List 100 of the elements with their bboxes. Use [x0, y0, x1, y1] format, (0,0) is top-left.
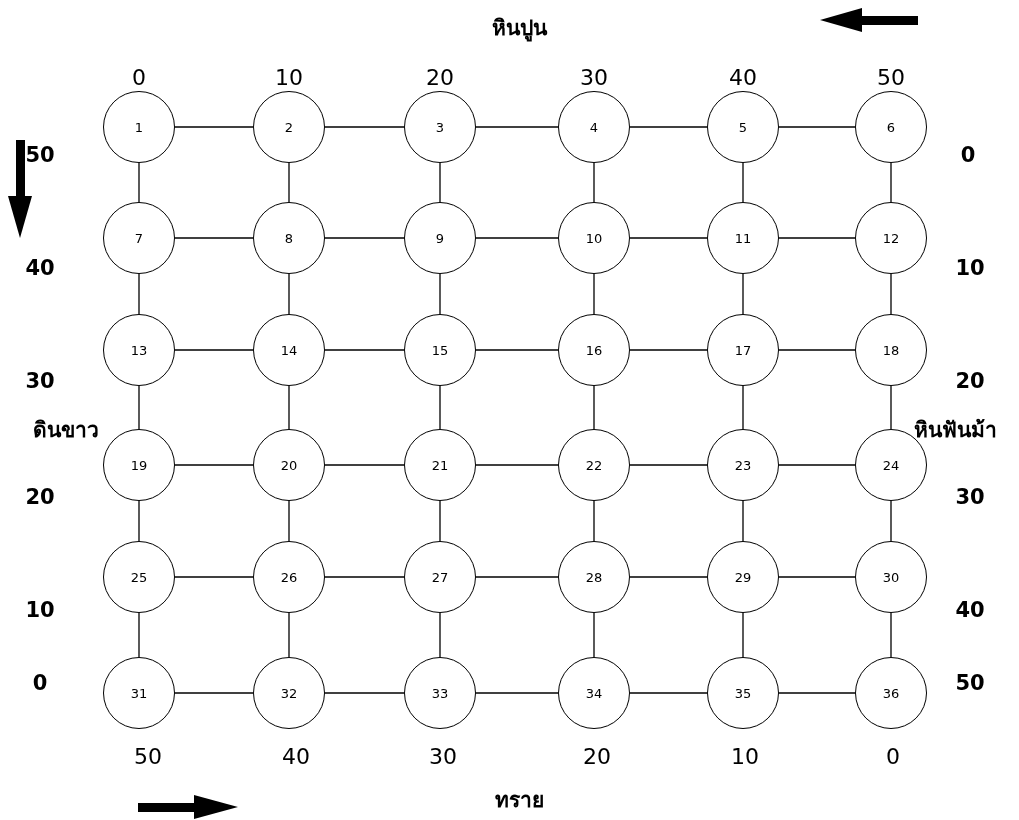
connector-line	[138, 385, 140, 430]
connector-line	[439, 162, 441, 203]
node-number: 2	[284, 120, 294, 134]
node-number: 9	[435, 231, 445, 245]
axis-label: 40	[25, 257, 55, 279]
node-number: 31	[130, 686, 148, 700]
node-number: 23	[734, 458, 752, 472]
connector-line	[138, 500, 140, 542]
connector-line	[629, 237, 708, 239]
node-number: 7	[134, 231, 144, 245]
connector-line	[288, 162, 290, 203]
connector-line	[324, 349, 405, 351]
connector-line	[174, 237, 254, 239]
axis-label: 40	[729, 67, 757, 89]
node-number: 1	[134, 120, 144, 134]
connector-line	[288, 500, 290, 542]
axis-label: 10	[275, 67, 303, 89]
node-number: 35	[734, 686, 752, 700]
connector-line	[475, 126, 559, 128]
node-number: 36	[882, 686, 900, 700]
connector-line	[288, 273, 290, 315]
connector-line	[629, 349, 708, 351]
connector-line	[439, 273, 441, 315]
connector-line	[475, 237, 559, 239]
node-number: 12	[882, 231, 900, 245]
connector-line	[174, 576, 254, 578]
connector-line	[439, 612, 441, 658]
axis-label: 0	[132, 67, 146, 89]
connector-line	[593, 273, 595, 315]
connector-line	[439, 385, 441, 430]
connector-line	[890, 385, 892, 430]
node-number: 11	[734, 231, 752, 245]
axis-label: ดินขาว	[33, 419, 99, 441]
node-number: 17	[734, 343, 752, 357]
node-number: 27	[431, 570, 449, 584]
connector-line	[174, 464, 254, 466]
node-number: 24	[882, 458, 900, 472]
axis-label: 50	[955, 672, 985, 694]
node-number: 26	[280, 570, 298, 584]
node-number: 29	[734, 570, 752, 584]
connector-line	[778, 692, 856, 694]
axis-label: 10	[25, 599, 55, 621]
node-number: 21	[431, 458, 449, 472]
connector-line	[890, 500, 892, 542]
connector-line	[324, 464, 405, 466]
node-number: 8	[284, 231, 294, 245]
connector-line	[742, 612, 744, 658]
axis-label: หินฟันม้า	[913, 419, 997, 441]
connector-line	[138, 162, 140, 203]
node-number: 28	[585, 570, 603, 584]
axis-label: 50	[25, 144, 55, 166]
node-number: 10	[585, 231, 603, 245]
node-number: 25	[130, 570, 148, 584]
connector-line	[324, 692, 405, 694]
connector-line	[778, 576, 856, 578]
connector-line	[324, 576, 405, 578]
connector-line	[593, 385, 595, 430]
connector-line	[742, 162, 744, 203]
axis-label: 0	[32, 672, 48, 694]
connector-line	[593, 500, 595, 542]
axis-label: 10	[731, 746, 759, 768]
node-number: 34	[585, 686, 603, 700]
connector-line	[778, 126, 856, 128]
axis-label: 40	[282, 746, 310, 768]
axis-label: 50	[134, 746, 162, 768]
connector-line	[742, 500, 744, 542]
connector-line	[475, 576, 559, 578]
node-number: 16	[585, 343, 603, 357]
connector-line	[629, 464, 708, 466]
connector-line	[475, 692, 559, 694]
connector-line	[475, 349, 559, 351]
connector-line	[890, 162, 892, 203]
connector-line	[324, 126, 405, 128]
node-number: 3	[435, 120, 445, 134]
axis-label: 20	[583, 746, 611, 768]
node-number: 5	[738, 120, 748, 134]
connector-line	[593, 162, 595, 203]
connector-line	[324, 237, 405, 239]
node-number: 20	[280, 458, 298, 472]
connector-line	[138, 273, 140, 315]
connector-line	[475, 464, 559, 466]
axis-label: 30	[955, 486, 985, 508]
node-number: 4	[589, 120, 599, 134]
connector-line	[890, 273, 892, 315]
node-number: 33	[431, 686, 449, 700]
axis-label: 30	[25, 370, 55, 392]
axis-label: 0	[960, 144, 976, 166]
node-number: 18	[882, 343, 900, 357]
node-number: 15	[431, 343, 449, 357]
node-number: 14	[280, 343, 298, 357]
node-number: 30	[882, 570, 900, 584]
axis-label: 50	[877, 67, 905, 89]
axis-label: 30	[429, 746, 457, 768]
connector-line	[174, 349, 254, 351]
connector-line	[778, 349, 856, 351]
node-number: 13	[130, 343, 148, 357]
axis-label: 30	[580, 67, 608, 89]
axis-label: 20	[426, 67, 454, 89]
connector-line	[742, 273, 744, 315]
axis-label: ทราย	[494, 789, 544, 811]
